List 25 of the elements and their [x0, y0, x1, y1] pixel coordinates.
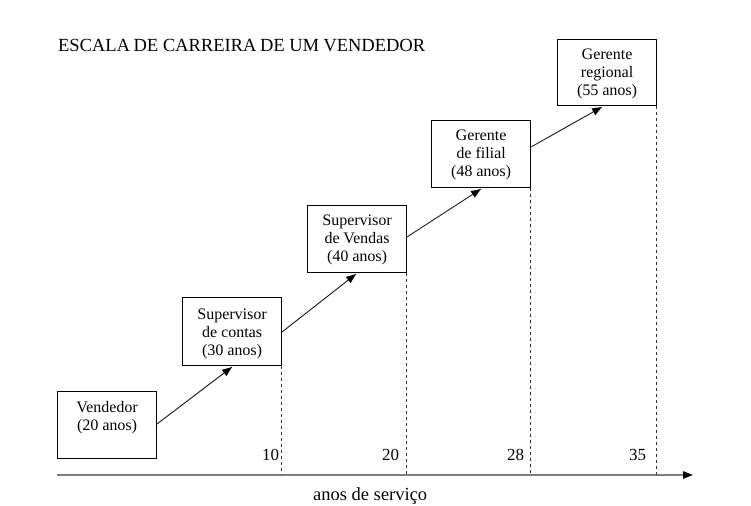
axis-tick-label: 28: [507, 445, 524, 465]
role-title: Supervisor de contas: [196, 306, 268, 342]
axis-tick-label: 10: [262, 445, 279, 465]
age-text: (48 anos): [451, 163, 511, 181]
role-title: Gerente de filial: [454, 127, 508, 163]
axis-title: anos de serviço: [313, 485, 428, 505]
role-title: Vendedor: [76, 399, 138, 417]
age-text: (30 anos): [202, 342, 262, 360]
process-box: [182, 297, 282, 366]
role-title: Supervisor de Vendas: [321, 212, 393, 248]
age-text: (55 anos): [577, 82, 637, 100]
diagram-title: ESCALA DE CARREIRA DE UM VENDEDOR: [58, 35, 426, 57]
process-box: [431, 120, 531, 188]
process-box: [57, 391, 157, 459]
arrow: [156, 366, 232, 424]
arrow: [282, 274, 356, 332]
axis-tick-label: 35: [629, 445, 646, 465]
process-box: [307, 205, 407, 273]
role-title: Gerente regional: [580, 46, 634, 82]
process-box: [557, 39, 657, 106]
age-text: (40 anos): [327, 248, 387, 266]
axis-tick-label: 20: [382, 445, 399, 465]
age-text: (20 anos): [77, 417, 137, 435]
arrow: [406, 188, 482, 238]
arrow: [530, 106, 602, 148]
